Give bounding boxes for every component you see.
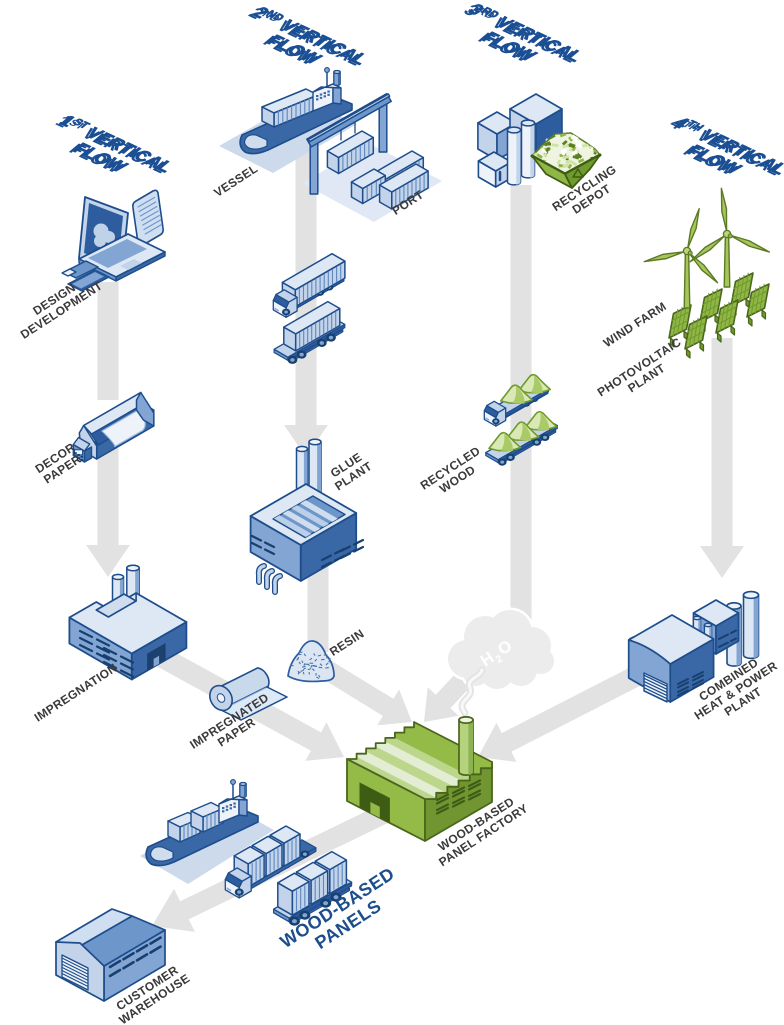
svg-text:3RD VERTICALFLOW: 3RD VERTICALFLOW — [447, 1, 588, 79]
svg-text:1ST VERTICALFLOW: 1ST VERTICALFLOW — [39, 112, 179, 189]
svg-text:WIND FARM: WIND FARM — [601, 299, 669, 350]
svg-text:GLUEPLANT: GLUEPLANT — [325, 448, 375, 494]
svg-text:4TH VERTICALFLOW: 4TH VERTICALFLOW — [653, 114, 784, 191]
svg-text:VESSEL: VESSEL — [211, 161, 260, 200]
svg-text:2ND VERTICALFLOW: 2ND VERTICALFLOW — [232, 4, 373, 82]
svg-text:IMPREGNATION: IMPREGNATION — [32, 661, 120, 725]
svg-text:RESIN: RESIN — [327, 626, 367, 659]
svg-text:2: 2 — [494, 653, 506, 666]
svg-text:RECYCLEDWOOD: RECYCLEDWOOD — [418, 444, 490, 504]
